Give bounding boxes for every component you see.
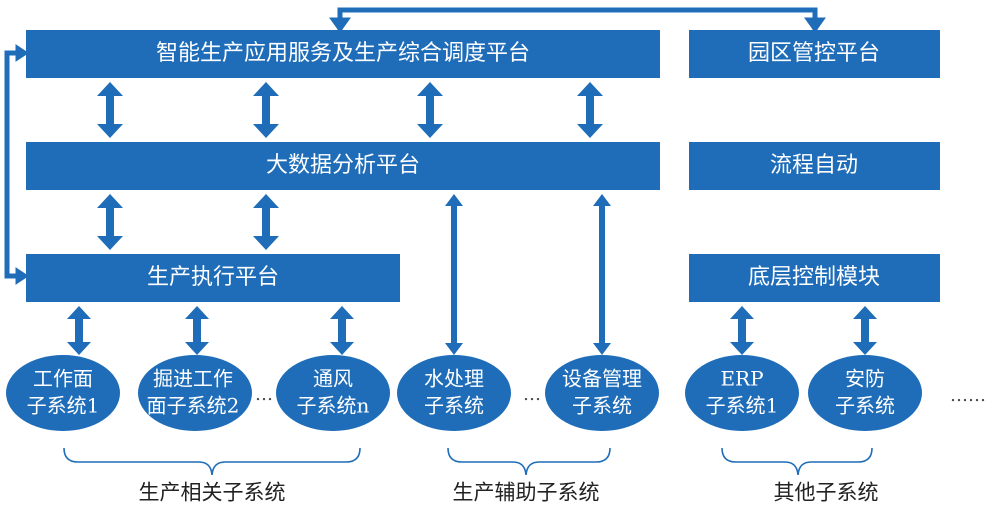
brace-other bbox=[721, 447, 873, 476]
arrow-service-bigdata-3 bbox=[417, 82, 443, 138]
tunneling-line1: 掘进工作 bbox=[153, 367, 233, 391]
ventilation-line2: 子系统n bbox=[297, 394, 370, 418]
subsystem-work-face: 工作面 子系统1 bbox=[6, 355, 120, 431]
arrow-exec-tunneling bbox=[185, 306, 209, 355]
arrow-bigdata-water bbox=[445, 194, 463, 355]
group-other-label: 其他子系统 bbox=[774, 481, 879, 505]
top-connector bbox=[329, 7, 826, 33]
arrow-bigdata-equipment bbox=[593, 194, 611, 355]
subsystem-erp: ERP 子系统1 bbox=[685, 355, 799, 431]
equipment-line1: 设备管理 bbox=[562, 367, 642, 391]
work-face-line2: 子系统1 bbox=[27, 394, 100, 418]
execution-platform: 生产执行平台 bbox=[26, 254, 400, 302]
arrow-control-erp bbox=[730, 306, 754, 355]
process-auto-platform: 流程自动 bbox=[689, 142, 940, 190]
bottom-control-label: 底层控制模块 bbox=[748, 265, 880, 290]
arrow-service-bigdata-1 bbox=[97, 82, 123, 138]
execution-label: 生产执行平台 bbox=[147, 265, 279, 290]
ventilation-line1: 通风 bbox=[313, 367, 353, 391]
subsystem-security: 安防 子系统 bbox=[808, 355, 922, 431]
ellipsis-auxiliary: … bbox=[523, 384, 541, 405]
tunneling-line2: 面子系统2 bbox=[147, 394, 240, 418]
equipment-line2: 子系统 bbox=[572, 394, 632, 418]
erp-line1: ERP bbox=[720, 367, 763, 391]
group-production-label: 生产相关子系统 bbox=[139, 481, 286, 505]
brace-production bbox=[63, 447, 361, 476]
erp-line2: 子系统1 bbox=[706, 394, 779, 418]
subsystem-equipment: 设备管理 子系统 bbox=[545, 355, 659, 431]
big-data-label: 大数据分析平台 bbox=[266, 153, 420, 178]
left-connector bbox=[4, 44, 29, 285]
arrow-service-bigdata-4 bbox=[577, 82, 603, 138]
arrow-exec-workface bbox=[67, 306, 91, 355]
group-auxiliary-label: 生产辅助子系统 bbox=[453, 481, 600, 505]
brace-auxiliary bbox=[447, 447, 611, 476]
ellipsis-production: … bbox=[255, 384, 273, 405]
process-auto-label: 流程自动 bbox=[770, 153, 858, 178]
water-line2: 子系统 bbox=[424, 394, 484, 418]
double-arrows bbox=[67, 82, 877, 355]
park-control-platform: 园区管控平台 bbox=[689, 30, 940, 78]
park-control-label: 园区管控平台 bbox=[748, 41, 880, 66]
arrow-control-security bbox=[853, 306, 877, 355]
subsystem-tunneling: 掘进工作 面子系统2 bbox=[138, 355, 252, 431]
arrow-exec-ventilation bbox=[330, 306, 354, 355]
smart-service-platform: 智能生产应用服务及生产综合调度平台 bbox=[26, 30, 660, 78]
arrow-service-bigdata-2 bbox=[253, 82, 279, 138]
big-data-platform: 大数据分析平台 bbox=[26, 142, 660, 190]
ellipsis-other: …… bbox=[950, 385, 986, 406]
water-line1: 水处理 bbox=[424, 367, 484, 391]
subsystem-ventilation: 通风 子系统n bbox=[276, 355, 390, 431]
arrow-bigdata-exec-2 bbox=[253, 194, 279, 250]
security-line1: 安防 bbox=[845, 367, 885, 391]
subsystem-water: 水处理 子系统 bbox=[397, 355, 511, 431]
security-line2: 子系统 bbox=[835, 394, 895, 418]
arrow-bigdata-exec-1 bbox=[97, 194, 123, 250]
work-face-line1: 工作面 bbox=[33, 367, 93, 391]
bottom-control-platform: 底层控制模块 bbox=[689, 254, 940, 302]
smart-service-label: 智能生产应用服务及生产综合调度平台 bbox=[156, 41, 530, 66]
